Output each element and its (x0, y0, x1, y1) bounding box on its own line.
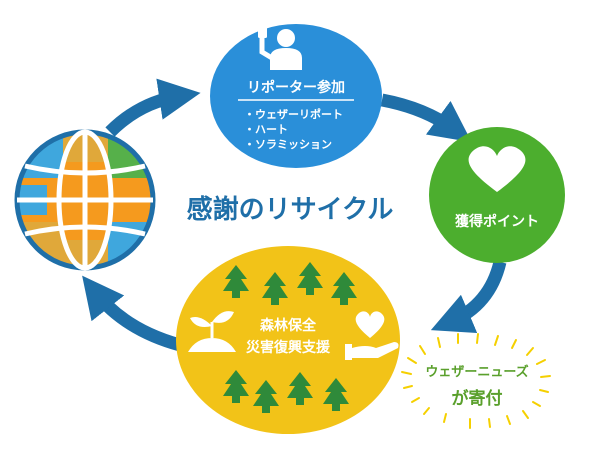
globe-icon (14, 129, 156, 271)
points-node: 獲得ポイント (429, 127, 565, 263)
heart-hand-icon (345, 311, 399, 360)
heart-icon (468, 146, 526, 192)
arrow-points-to-forest (430, 260, 507, 333)
center-title: 感謝のリサイクル (187, 194, 394, 225)
reporter-item-2: ・ハート (244, 123, 288, 136)
forest-line-2: 災害復興支援 (246, 339, 331, 356)
arrow-forest-to-globe (82, 275, 182, 352)
tree-icon (223, 262, 357, 413)
sprout-icon (188, 311, 236, 352)
forest-node: 森林保全 災害復興支援 (176, 246, 400, 434)
reporter-node: リポーター参加 ・ウェザーリポート ・ハート ・ソラミッション (210, 22, 382, 168)
reporter-item-1: ・ウェザーリポート (244, 107, 343, 121)
arrow-globe-to-reporter (105, 78, 201, 137)
reporter-title: リポーター参加 (247, 79, 345, 96)
arrow-reporter-to-points (380, 93, 472, 143)
forest-line-1: 森林保全 (260, 317, 317, 334)
reporter-item-3: ・ソラミッション (244, 138, 332, 151)
cycle-arrows (82, 78, 507, 352)
points-label: 獲得ポイント (455, 213, 539, 230)
donation-line-2: が寄付 (452, 388, 503, 409)
donation-burst (401, 333, 551, 429)
person-phone-icon (258, 22, 302, 70)
donation-line-1: ウェザーニューズ (425, 364, 528, 380)
